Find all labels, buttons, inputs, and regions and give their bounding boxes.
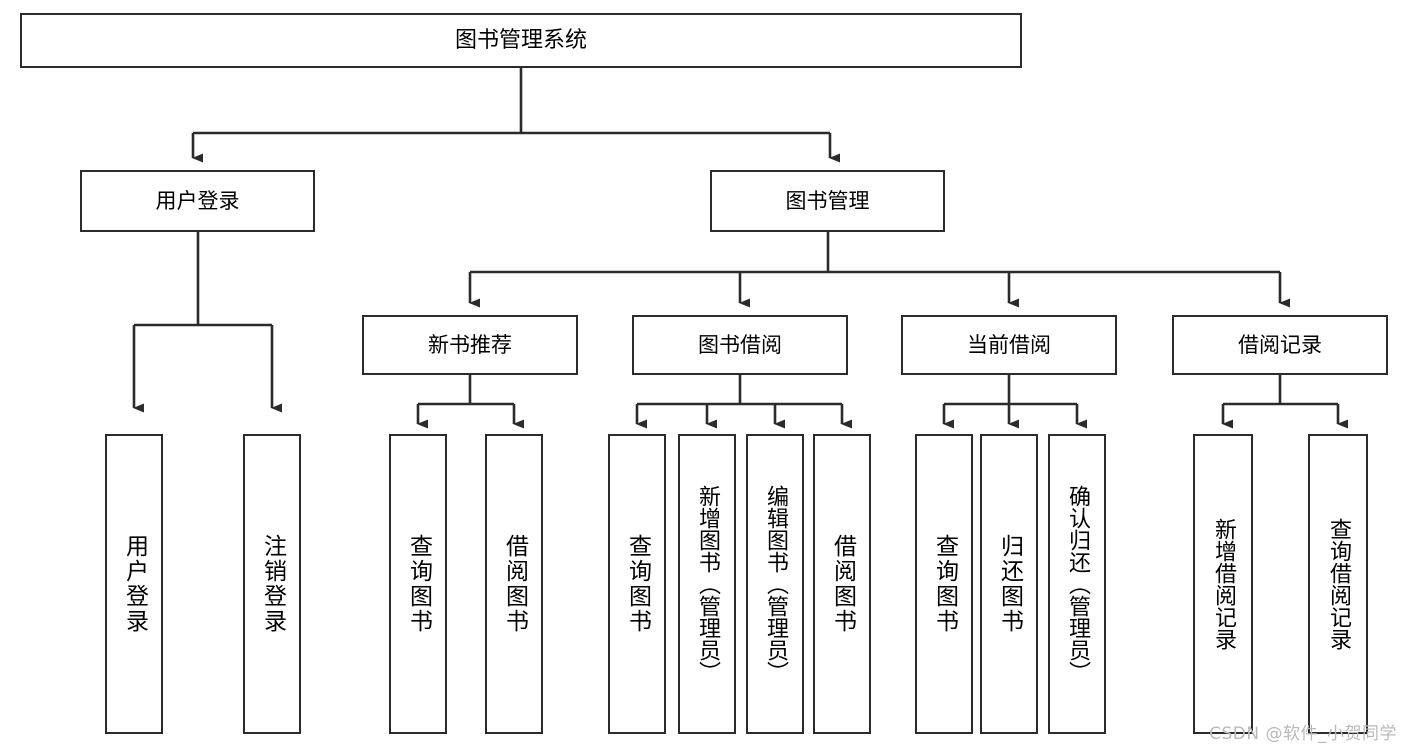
node-label: 查询图书 (405, 534, 432, 634)
leaf-edit-book-admin[interactable]: 编辑图书（管理员） (746, 434, 804, 734)
node-label: 确认归还（管理员） (1065, 485, 1090, 683)
node-book-management[interactable]: 图书管理 (710, 170, 945, 232)
leaf-return-book[interactable]: 归还图书 (980, 434, 1038, 734)
node-label: 用户登录 (121, 534, 148, 634)
leaf-add-borrow-record[interactable]: 新增借阅记录 (1193, 434, 1253, 734)
node-borrow-record[interactable]: 借阅记录 (1172, 315, 1388, 375)
leaf-logout-login[interactable]: 注销登录 (243, 434, 301, 734)
node-label: 查询图书 (624, 534, 651, 634)
node-label: 借阅图书 (501, 534, 528, 634)
leaf-query-book-2[interactable]: 查询图书 (608, 434, 666, 734)
node-label: 当前借阅 (967, 332, 1051, 357)
node-label: 编辑图书（管理员） (763, 485, 788, 683)
csdn-watermark: CSDN @软件_小贺同学 (1209, 724, 1397, 744)
node-label: 查询图书 (931, 534, 958, 634)
node-label: 图书管理 (785, 188, 870, 213)
node-label: 注销登录 (259, 534, 286, 634)
node-label: 借阅图书 (829, 534, 856, 634)
leaf-user-login[interactable]: 用户登录 (105, 434, 163, 734)
node-book-borrow[interactable]: 图书借阅 (632, 315, 848, 375)
node-label: 新书推荐 (428, 332, 512, 357)
node-new-book-recommend[interactable]: 新书推荐 (362, 315, 578, 375)
leaf-query-book-3[interactable]: 查询图书 (915, 434, 973, 734)
node-label: 借阅记录 (1238, 332, 1322, 357)
node-current-borrow[interactable]: 当前借阅 (901, 315, 1117, 375)
leaf-borrow-book-2[interactable]: 借阅图书 (813, 434, 871, 734)
node-user-login[interactable]: 用户登录 (80, 170, 315, 232)
node-label: 图书管理系统 (454, 27, 587, 53)
node-label: 查询借阅记录 (1326, 518, 1351, 650)
node-label: 图书借阅 (698, 332, 782, 357)
node-label: 新增借阅记录 (1211, 518, 1236, 650)
node-label: 用户登录 (155, 188, 240, 213)
leaf-confirm-return-admin[interactable]: 确认归还（管理员） (1048, 434, 1106, 734)
node-label: 新增图书（管理员） (695, 485, 720, 683)
leaf-query-borrow-record[interactable]: 查询借阅记录 (1308, 434, 1368, 734)
leaf-query-book-1[interactable]: 查询图书 (389, 434, 447, 734)
leaf-add-book-admin[interactable]: 新增图书（管理员） (678, 434, 736, 734)
node-root-system[interactable]: 图书管理系统 (20, 13, 1022, 68)
node-label: 归还图书 (996, 534, 1023, 634)
leaf-borrow-book-1[interactable]: 借阅图书 (485, 434, 543, 734)
